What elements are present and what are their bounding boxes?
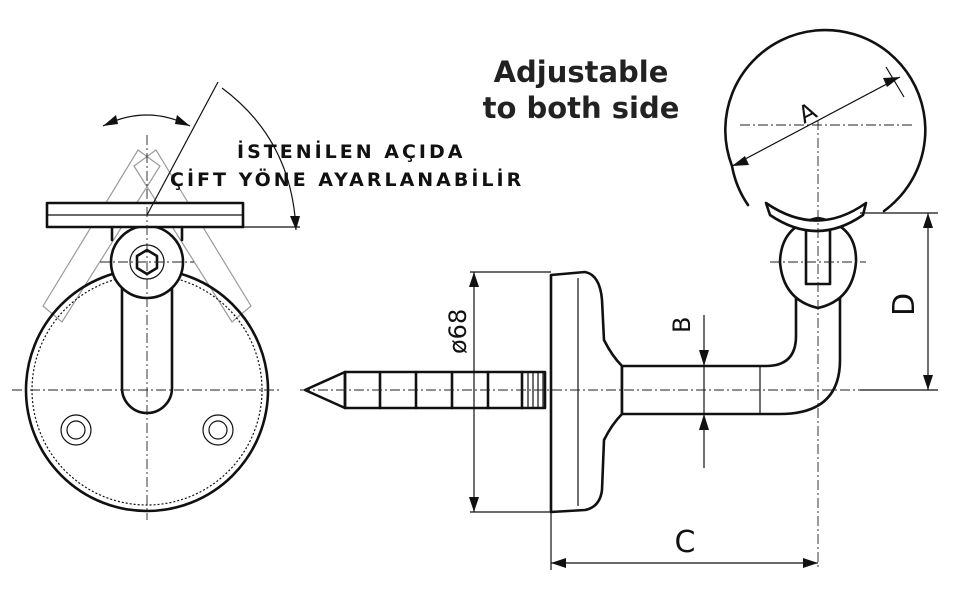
dimension-b-label: B bbox=[668, 317, 696, 333]
note-line-2: ÇİFT YÖNE AYARLANABİLİR bbox=[170, 167, 524, 191]
note-line-1: İSTENİLEN AÇIDA bbox=[237, 139, 465, 163]
title-line-2: to both side bbox=[483, 91, 680, 125]
dimension-c-label: C bbox=[675, 525, 696, 560]
dimension-d: D bbox=[860, 212, 938, 391]
screw-hole-left bbox=[60, 414, 92, 446]
dimension-d-label: D bbox=[887, 293, 922, 316]
title-line-1: Adjustable bbox=[494, 55, 669, 89]
handrail-profile bbox=[724, 28, 927, 213]
rail-saddle bbox=[764, 201, 868, 233]
dimension-b: B bbox=[668, 315, 709, 468]
front-view bbox=[12, 81, 300, 520]
bracket-arm bbox=[620, 263, 842, 416]
screw-hole-right bbox=[202, 414, 234, 446]
dimension-diameter-label: ø68 bbox=[444, 309, 472, 354]
side-view bbox=[300, 28, 927, 570]
dimension-c: C bbox=[550, 512, 818, 570]
dimension-diameter: ø68 bbox=[444, 271, 551, 513]
tilt-angle-arc bbox=[221, 87, 297, 231]
tilt-indicator-line bbox=[146, 81, 219, 216]
wall-rosette bbox=[549, 270, 624, 514]
